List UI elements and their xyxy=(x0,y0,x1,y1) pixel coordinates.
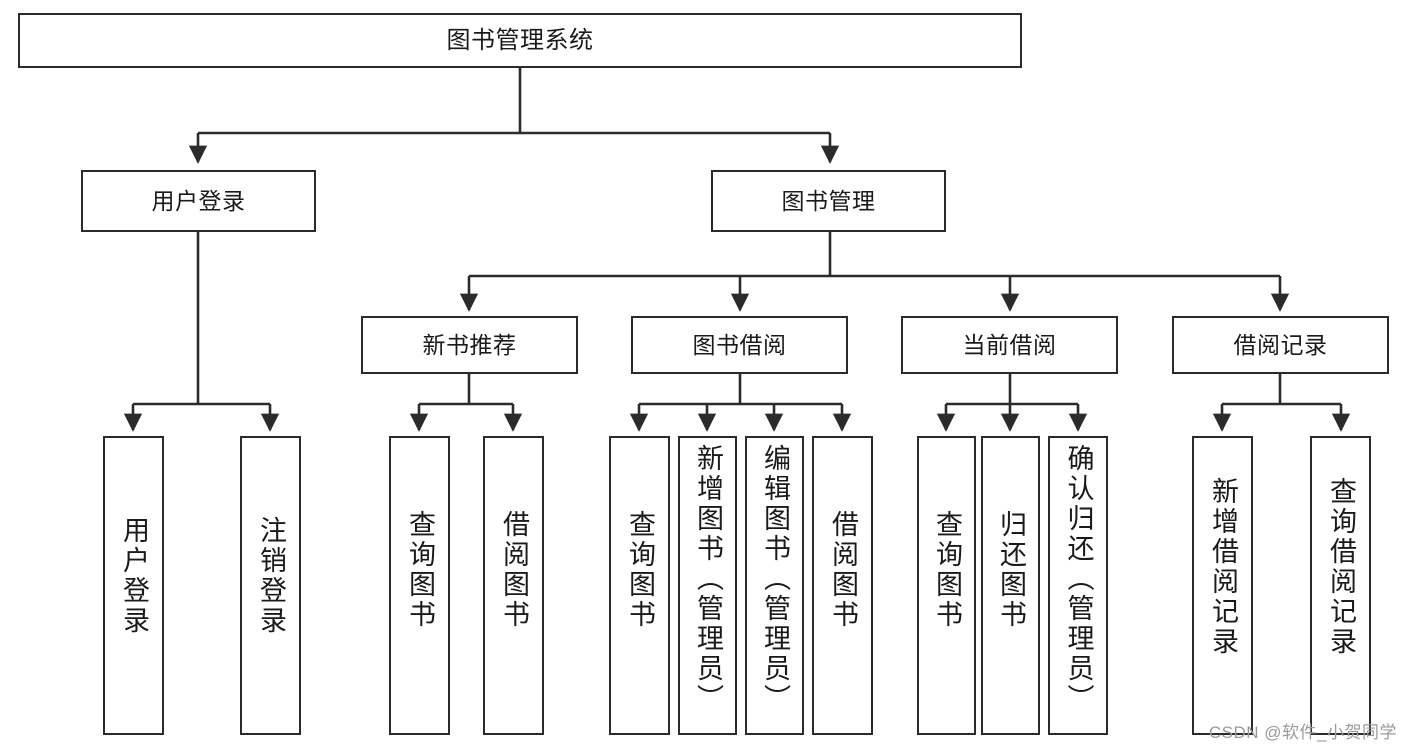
node-current-borrowing[interactable]: 当前借阅 xyxy=(901,316,1118,374)
node-label: 确认归还（管理员） xyxy=(1063,444,1094,714)
leaf-user-login-logout[interactable]: 注销登录 xyxy=(240,436,301,735)
node-label: 借阅图书 xyxy=(828,510,858,630)
leaf-current-borrow-confirm-return-admin[interactable]: 确认归还（管理员） xyxy=(1048,436,1108,735)
node-label: 图书管理 xyxy=(781,187,876,214)
leaf-book-borrow-edit-book-admin[interactable]: 编辑图书（管理员） xyxy=(745,436,804,735)
leaf-book-borrow-query-book[interactable]: 查询图书 xyxy=(609,436,670,735)
node-label: 借阅图书 xyxy=(499,510,529,630)
node-root-book-management-system[interactable]: 图书管理系统 xyxy=(18,13,1022,68)
leaf-current-borrow-query-book[interactable]: 查询图书 xyxy=(917,436,976,735)
node-label: 用户登录 xyxy=(151,187,246,214)
node-book-borrowing[interactable]: 图书借阅 xyxy=(631,316,848,374)
leaf-borrow-record-query-record[interactable]: 查询借阅记录 xyxy=(1310,436,1371,735)
node-label: 新增图书（管理员） xyxy=(693,444,723,714)
leaf-new-book-query-book[interactable]: 查询图书 xyxy=(389,436,450,735)
leaf-new-book-borrow-book[interactable]: 借阅图书 xyxy=(483,436,544,735)
node-new-book-recommendation[interactable]: 新书推荐 xyxy=(361,316,578,374)
watermark-text: CSDN @软件_小贺同学 xyxy=(1208,723,1397,742)
node-label: 查询图书 xyxy=(625,510,655,630)
node-label: 借阅记录 xyxy=(1233,331,1328,358)
node-label: 查询图书 xyxy=(932,510,962,630)
leaf-user-login-login[interactable]: 用户登录 xyxy=(103,436,164,735)
node-label: 用户登录 xyxy=(119,516,149,636)
node-label: 图书管理系统 xyxy=(446,26,594,54)
node-borrowing-record[interactable]: 借阅记录 xyxy=(1172,316,1389,374)
node-label: 新书推荐 xyxy=(422,331,517,358)
node-label: 新增借阅记录 xyxy=(1208,477,1238,657)
node-label: 查询借阅记录 xyxy=(1326,477,1356,657)
node-label: 图书借阅 xyxy=(692,331,787,358)
node-book-management[interactable]: 图书管理 xyxy=(711,170,946,232)
node-label: 当前借阅 xyxy=(962,331,1057,358)
node-label: 编辑图书（管理员） xyxy=(760,444,790,714)
node-label: 查询图书 xyxy=(405,510,435,630)
node-user-login[interactable]: 用户登录 xyxy=(81,170,316,232)
leaf-book-borrow-add-book-admin[interactable]: 新增图书（管理员） xyxy=(678,436,737,735)
node-label: 归还图书 xyxy=(996,510,1026,630)
leaf-book-borrow-borrow-book[interactable]: 借阅图书 xyxy=(812,436,873,735)
leaf-current-borrow-return-book[interactable]: 归还图书 xyxy=(981,436,1040,735)
leaf-borrow-record-add-record[interactable]: 新增借阅记录 xyxy=(1192,436,1253,735)
node-label: 注销登录 xyxy=(256,516,286,636)
